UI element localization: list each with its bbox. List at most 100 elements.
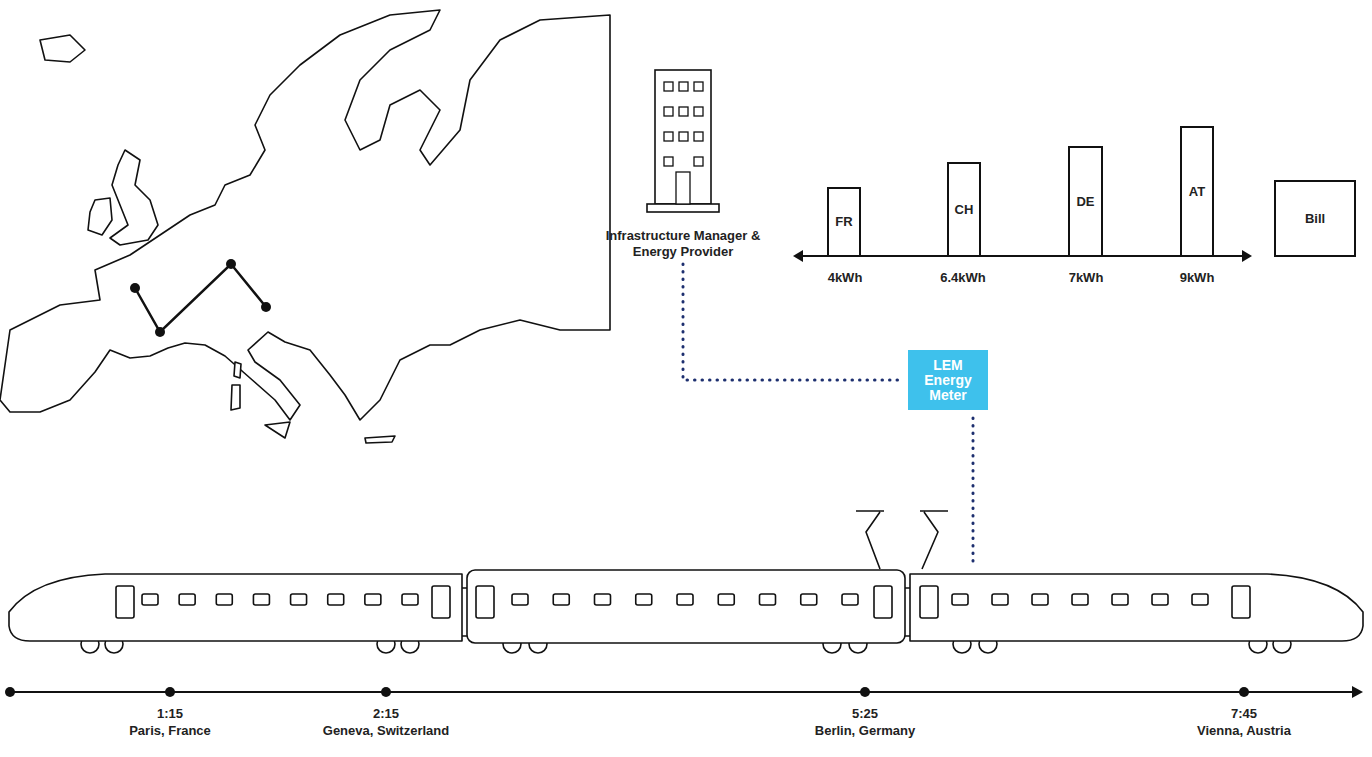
- window: [1072, 594, 1088, 605]
- node-text: AT: [1189, 184, 1205, 200]
- car-front: [9, 574, 462, 641]
- building-icon: [645, 68, 721, 214]
- route: [130, 259, 271, 337]
- timeline-label: Geneva, Switzerland: [323, 723, 449, 739]
- window: [216, 594, 232, 605]
- door: [116, 586, 134, 618]
- bill-box: Bill: [1274, 180, 1356, 257]
- timeline-line: [10, 691, 1355, 693]
- pantograph: [856, 511, 884, 569]
- door: [874, 586, 892, 618]
- window: [842, 594, 858, 605]
- node-text: LEM Energy Meter: [918, 358, 978, 403]
- car-middle: [467, 570, 905, 643]
- window: [760, 594, 776, 605]
- energy-bar: CH: [947, 162, 981, 257]
- timeline-label: 7:45: [1231, 706, 1257, 722]
- window: [801, 594, 817, 605]
- corsica-outline: [234, 362, 241, 378]
- iceland-outline: [40, 35, 85, 62]
- building-window: [679, 107, 688, 116]
- dotted-connector: [683, 264, 904, 380]
- building-window: [664, 157, 673, 166]
- window: [365, 594, 381, 605]
- window: [595, 594, 611, 605]
- timeline-label: 2:15: [373, 706, 399, 722]
- window: [142, 594, 158, 605]
- timeline-dot: [5, 687, 15, 697]
- route-stop: [261, 302, 271, 312]
- node-label: Infrastructure Manager & Energy Provider: [583, 228, 783, 260]
- timeline-arrowhead: [1352, 686, 1363, 698]
- energy-bar: DE: [1068, 146, 1103, 257]
- route-stop: [155, 327, 165, 337]
- building-door: [676, 172, 690, 204]
- window: [328, 594, 344, 605]
- energy-value: 4kWh: [828, 270, 863, 286]
- energy-value: 9kWh: [1180, 270, 1215, 286]
- door: [1232, 586, 1250, 618]
- door: [432, 586, 450, 618]
- europe-map: [0, 10, 610, 443]
- building-window: [664, 107, 673, 116]
- britain-outline: [110, 150, 158, 245]
- node-text: FR: [835, 214, 852, 230]
- window: [1112, 594, 1128, 605]
- meter-box: LEM Energy Meter: [908, 350, 988, 410]
- window: [512, 594, 528, 605]
- window: [718, 594, 734, 605]
- building-window: [664, 82, 673, 91]
- timeline-label: Berlin, Germany: [815, 723, 915, 739]
- building-window: [694, 82, 703, 91]
- train: [9, 511, 1363, 653]
- route-stop: [130, 283, 140, 293]
- building-window: [679, 82, 688, 91]
- car-rear: [910, 574, 1363, 641]
- axis-arrowhead: [1242, 250, 1252, 262]
- window: [992, 594, 1008, 605]
- building-body: [655, 70, 711, 204]
- node-text: Bill: [1305, 211, 1325, 227]
- ireland-outline: [88, 198, 112, 235]
- window: [677, 594, 693, 605]
- energy-value: 6.4kWh: [940, 270, 986, 286]
- timeline-dot: [165, 687, 175, 697]
- meter-leader: [972, 418, 975, 564]
- windows: [116, 586, 1250, 618]
- timeline-label: 1:15: [157, 706, 183, 722]
- building-node: Infrastructure Manager & Energy Provider: [583, 68, 783, 260]
- route-stop: [226, 259, 236, 269]
- timeline: [5, 686, 1363, 698]
- axis-line: [800, 255, 1245, 257]
- window: [952, 594, 968, 605]
- timeline-label: Vienna, Austria: [1197, 723, 1291, 739]
- window: [253, 594, 269, 605]
- window: [1192, 594, 1208, 605]
- sardinia-outline: [231, 385, 240, 410]
- crete-outline: [365, 436, 395, 443]
- building-window: [664, 132, 673, 141]
- door: [476, 586, 494, 618]
- timeline-dot: [1239, 687, 1249, 697]
- sicily-outline: [265, 422, 290, 438]
- window: [553, 594, 569, 605]
- axis-arrowhead: [793, 250, 803, 262]
- timeline-dot: [381, 687, 391, 697]
- window: [402, 594, 418, 605]
- pantograph: [920, 511, 948, 569]
- building-window: [679, 132, 688, 141]
- node-text: CH: [955, 202, 974, 218]
- energy-bar: AT: [1180, 126, 1214, 257]
- building-window: [694, 157, 703, 166]
- building-base: [647, 204, 719, 212]
- mainland-outline: [0, 10, 610, 420]
- timeline-label: Paris, France: [129, 723, 211, 739]
- route-line: [135, 264, 266, 332]
- window: [179, 594, 195, 605]
- energy-bar: FR: [827, 187, 861, 257]
- window: [636, 594, 652, 605]
- node-text: DE: [1076, 194, 1094, 210]
- timeline-dot: [860, 687, 870, 697]
- energy-value: 7kWh: [1069, 270, 1104, 286]
- building-window: [694, 132, 703, 141]
